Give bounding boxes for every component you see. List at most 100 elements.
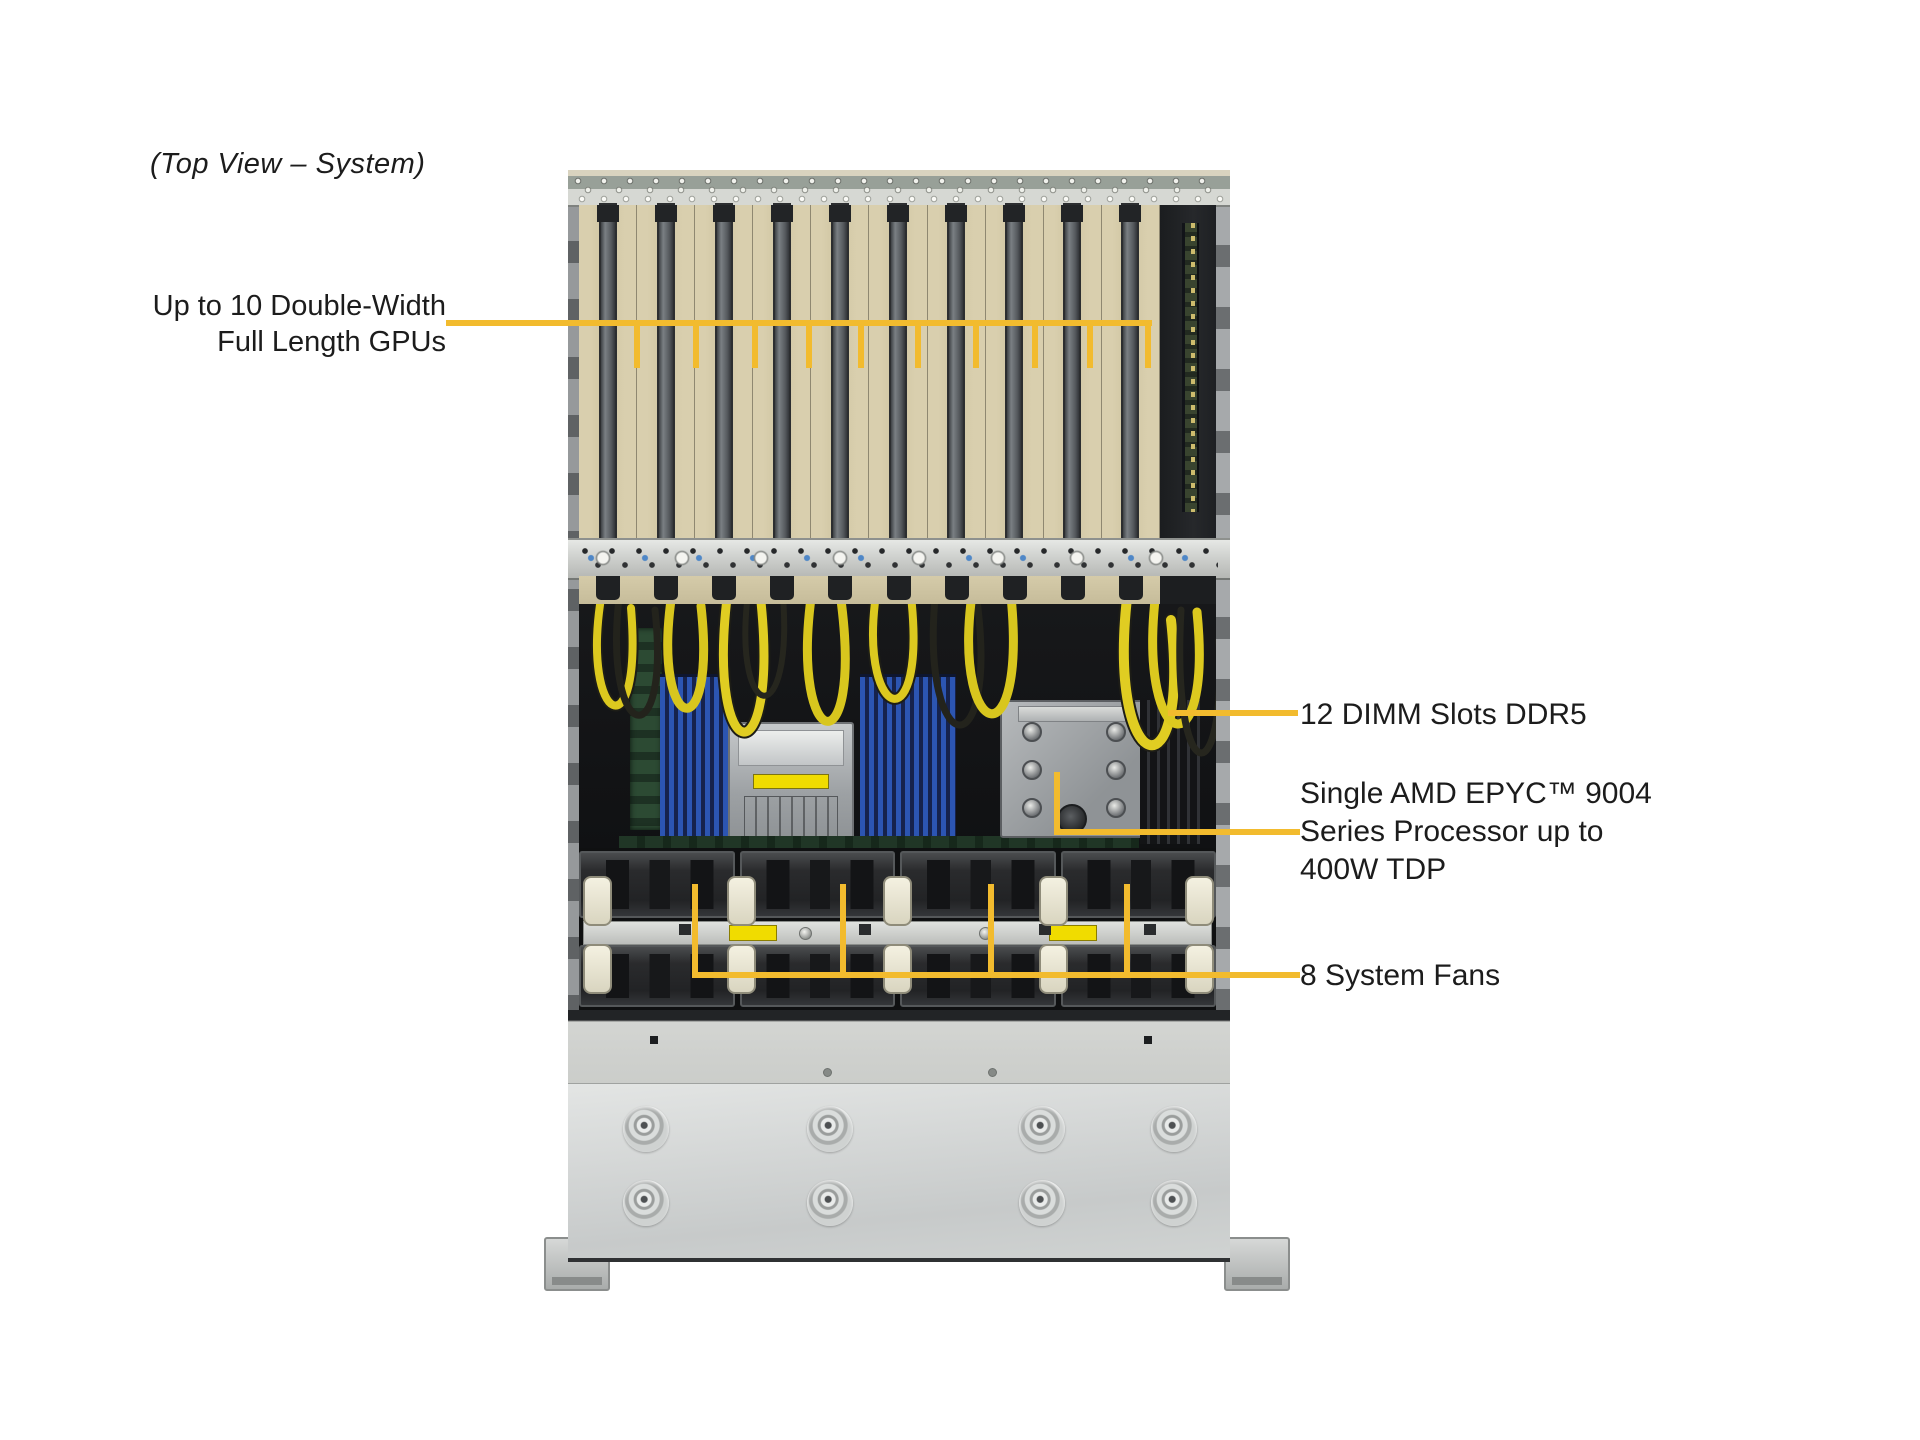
gpu-slot-rail — [832, 205, 847, 538]
cpu-heatsink-block — [1000, 700, 1144, 838]
gpu-annotation-line-2: Full Length GPUs — [217, 326, 446, 358]
gpu-bay — [579, 205, 1216, 538]
front-cover-panel — [568, 1083, 1230, 1259]
cpu-annotation-line-2: Series Processor up to — [1300, 815, 1604, 848]
black-cable-path — [742, 604, 788, 699]
panel-screw — [650, 1036, 658, 1044]
black-cable-path — [929, 604, 985, 729]
cpu-leader-line-vertical — [1054, 772, 1060, 835]
cpu-annotation-line-3: 400W TDP — [1300, 853, 1447, 886]
gpu-leader-tick — [1032, 320, 1038, 368]
heatsink-screw — [1106, 722, 1126, 742]
warning-sticker — [1049, 925, 1097, 941]
fan-latch-handle — [1185, 876, 1214, 926]
gpu-slot-rail — [1123, 205, 1138, 538]
fans-leader-tick — [1124, 884, 1130, 978]
gpu-leader-tick — [915, 320, 921, 368]
fan-latch-handle — [583, 876, 612, 926]
panel-grommet — [1019, 1180, 1065, 1226]
chassis-foot-right — [1224, 1237, 1290, 1291]
fan-bar-clip — [1144, 924, 1156, 935]
cpu-socket — [744, 796, 838, 842]
heatsink-screw — [1022, 760, 1042, 780]
gpu-leader-tick — [634, 320, 640, 368]
gpu-slot-rail — [716, 205, 731, 538]
gpu-leader-line — [446, 320, 1152, 326]
gpu-rear-clip — [596, 576, 621, 600]
cpu-leader-line-horizontal — [1054, 829, 1300, 835]
gpu-rear-cell — [928, 576, 986, 604]
gpu-rear-clip — [828, 576, 853, 600]
fan-latch-handle — [883, 876, 912, 926]
panel-grommet — [623, 1180, 669, 1226]
gpu-rear-clip — [654, 576, 679, 600]
gpu-slot-connector — [596, 205, 619, 222]
gpu-slot-connector — [1119, 205, 1142, 222]
fan-latch-handle — [1039, 876, 1068, 926]
gpu-annotation-line-1: Up to 10 Double-Width — [152, 290, 446, 322]
gpu-rear-strip — [579, 576, 1216, 604]
black-cable-path — [1176, 606, 1216, 757]
chassis-top-rail — [568, 170, 1230, 207]
gpu-rear-clip — [1060, 576, 1085, 600]
gpu-slot-connector — [654, 205, 677, 222]
gpu-slot-connector — [945, 205, 968, 222]
heatsink-screw — [1106, 798, 1126, 818]
gpu-rear-clip — [770, 576, 795, 600]
gpu-slot-rail — [949, 205, 964, 538]
gpu-rear-cell — [637, 576, 695, 604]
pcb-component-strip — [619, 836, 1139, 848]
gpu-rear-cell — [1044, 576, 1102, 604]
yellow-cable-path — [663, 604, 709, 713]
chassis-bottom-edge — [568, 1258, 1230, 1262]
gpu-card-array — [579, 205, 1160, 538]
gpu-rear-clip — [886, 576, 911, 600]
gpu-slot-rail — [1007, 205, 1022, 538]
yellow-cable-path — [719, 604, 769, 737]
fans-leader-tick — [692, 884, 698, 978]
fan-latch-handle — [1039, 944, 1068, 994]
gpu-leader-tick — [858, 320, 864, 368]
warning-sticker — [729, 925, 777, 941]
panel-grommet — [1019, 1106, 1065, 1152]
gpu-leader-tick — [1087, 320, 1093, 368]
fan-latch-handle — [727, 944, 756, 994]
gpu-slot — [985, 205, 1044, 538]
gpu-slot-connector — [1003, 205, 1026, 222]
gpu-slot-rail — [774, 205, 789, 538]
heatsink-screw — [1022, 798, 1042, 818]
gpu-leader-tick — [752, 320, 758, 368]
gpu-leader-tick — [1145, 320, 1151, 368]
gpu-leader-tick — [973, 320, 979, 368]
fan-module — [900, 851, 1056, 918]
riser-pcb-edge — [1182, 223, 1199, 512]
yellow-cable-path — [1118, 604, 1180, 751]
gpu-slot — [811, 205, 870, 538]
panel-grommet — [623, 1106, 669, 1152]
cpu-annotation-line-1: Single AMD EPYC™ 9004 — [1300, 777, 1652, 810]
gpu-rear-cell — [986, 576, 1044, 604]
server-chassis-top-view — [568, 170, 1230, 1262]
gpu-rear-clip — [712, 576, 737, 600]
gpu-leader-tick — [693, 320, 699, 368]
gpu-rear-clip — [944, 576, 969, 600]
cpu-annotation-label: Single AMD EPYC™ 9004 Series Processor u… — [1300, 775, 1652, 889]
screw-row — [578, 195, 1224, 204]
fans-annotation-label: 8 System Fans — [1300, 959, 1501, 992]
crossbar-screws — [594, 549, 1218, 568]
gpu-rear-cell — [1102, 576, 1160, 604]
figure-title: (Top View – System) — [150, 148, 426, 180]
gpu-rear-cell — [811, 576, 869, 604]
gpu-bay-right-compartment — [1160, 205, 1216, 538]
fans-leader-tick — [988, 884, 994, 978]
fan-section — [579, 848, 1216, 1010]
panel-grommet — [1151, 1106, 1197, 1152]
gpu-leader-tick — [806, 320, 812, 368]
gpu-slot — [1043, 205, 1102, 538]
panel-grommet — [807, 1180, 853, 1226]
panel-hole — [988, 1068, 997, 1077]
heatsink-screw — [1106, 760, 1126, 780]
cpu-warning-sticker — [753, 774, 829, 789]
fan-latch-handle — [1185, 944, 1214, 994]
heatsink-screw — [1022, 722, 1042, 742]
